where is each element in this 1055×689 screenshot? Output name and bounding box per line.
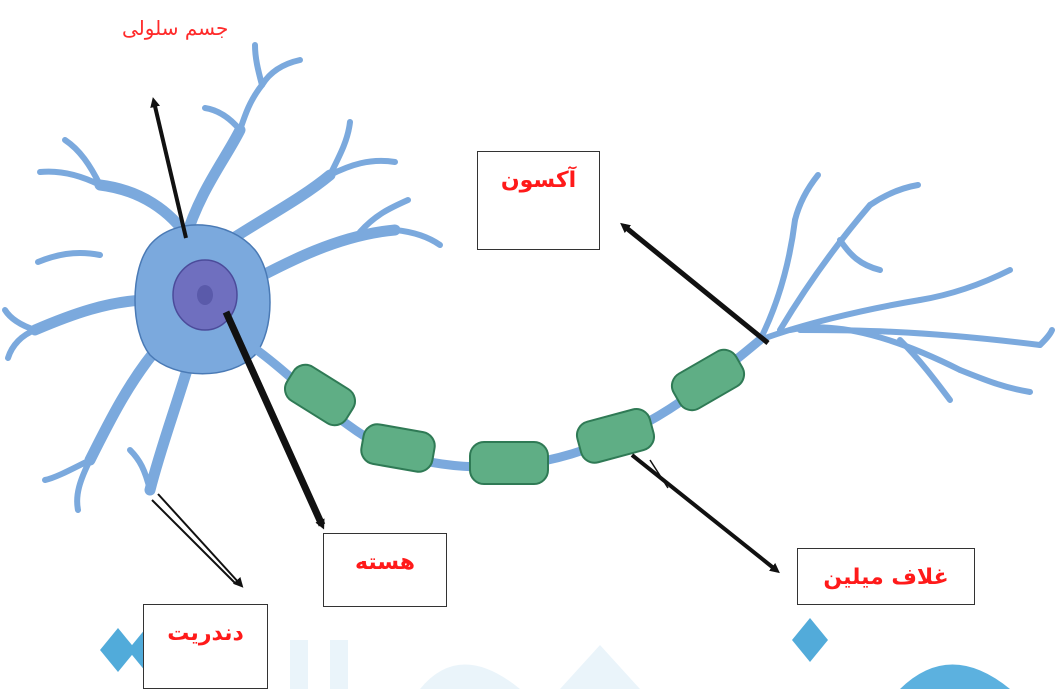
arrow-nucleus: [226, 312, 322, 525]
arrow-axon: [624, 226, 768, 343]
label-myelin: غلاف میلین: [797, 548, 975, 605]
label-axon: آکسون: [477, 151, 600, 250]
myelin-sheath: [280, 345, 749, 484]
label-cell-body: جسم سلولی: [122, 16, 228, 40]
arrow-dendrite: [158, 494, 240, 584]
label-nucleus: هسته: [323, 533, 447, 607]
axon-terminals: [760, 175, 1052, 400]
arrow-myelin: [632, 455, 776, 570]
arrow-dendrite-line: [152, 500, 236, 584]
label-dendrite: دندریت: [143, 604, 268, 689]
